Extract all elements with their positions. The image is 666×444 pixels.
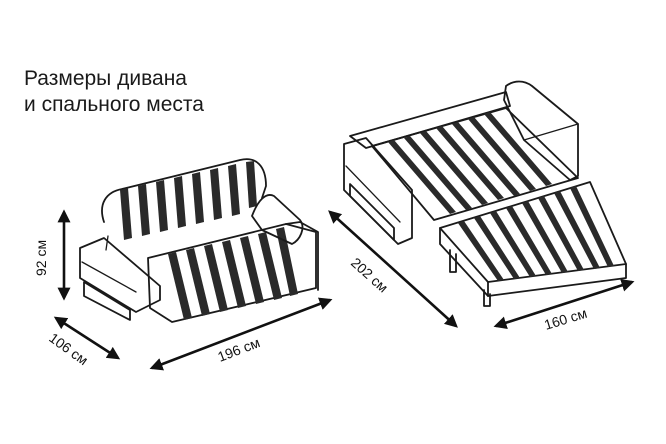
- width-arrow: [149, 297, 333, 371]
- title-line-2: и спального места: [24, 93, 204, 116]
- height-label: 92 см: [33, 240, 49, 276]
- sofa-backrest: [101, 158, 267, 223]
- page-title: Размеры дивана и спального места: [24, 66, 204, 118]
- folded-sofa-illustration: [79, 158, 319, 323]
- bed-width-arrow: [493, 279, 635, 329]
- depth-arrow: [53, 316, 121, 360]
- sofa-back-stripes: [120, 161, 257, 240]
- title-line-1: Размеры дивана: [24, 67, 187, 90]
- sofa-right-arm: [285, 221, 319, 291]
- width-label: 196 см: [215, 334, 262, 365]
- unfolded-bed-illustration: [343, 80, 627, 307]
- bed-upper-stripes: [388, 112, 552, 214]
- bed-right-arm: [503, 80, 579, 181]
- bed-leg-left: [449, 249, 457, 273]
- bed-length-arrow: [328, 210, 458, 328]
- bed-back-frame: [349, 91, 511, 149]
- dimension-arrows: [53, 209, 635, 371]
- bed-leg-front: [483, 289, 491, 307]
- bed-upper-mattress: [371, 107, 579, 221]
- bed-lower-stripes: [458, 186, 614, 281]
- sofa-pillow: [251, 194, 304, 245]
- sofa-seat-stripes: [168, 227, 298, 320]
